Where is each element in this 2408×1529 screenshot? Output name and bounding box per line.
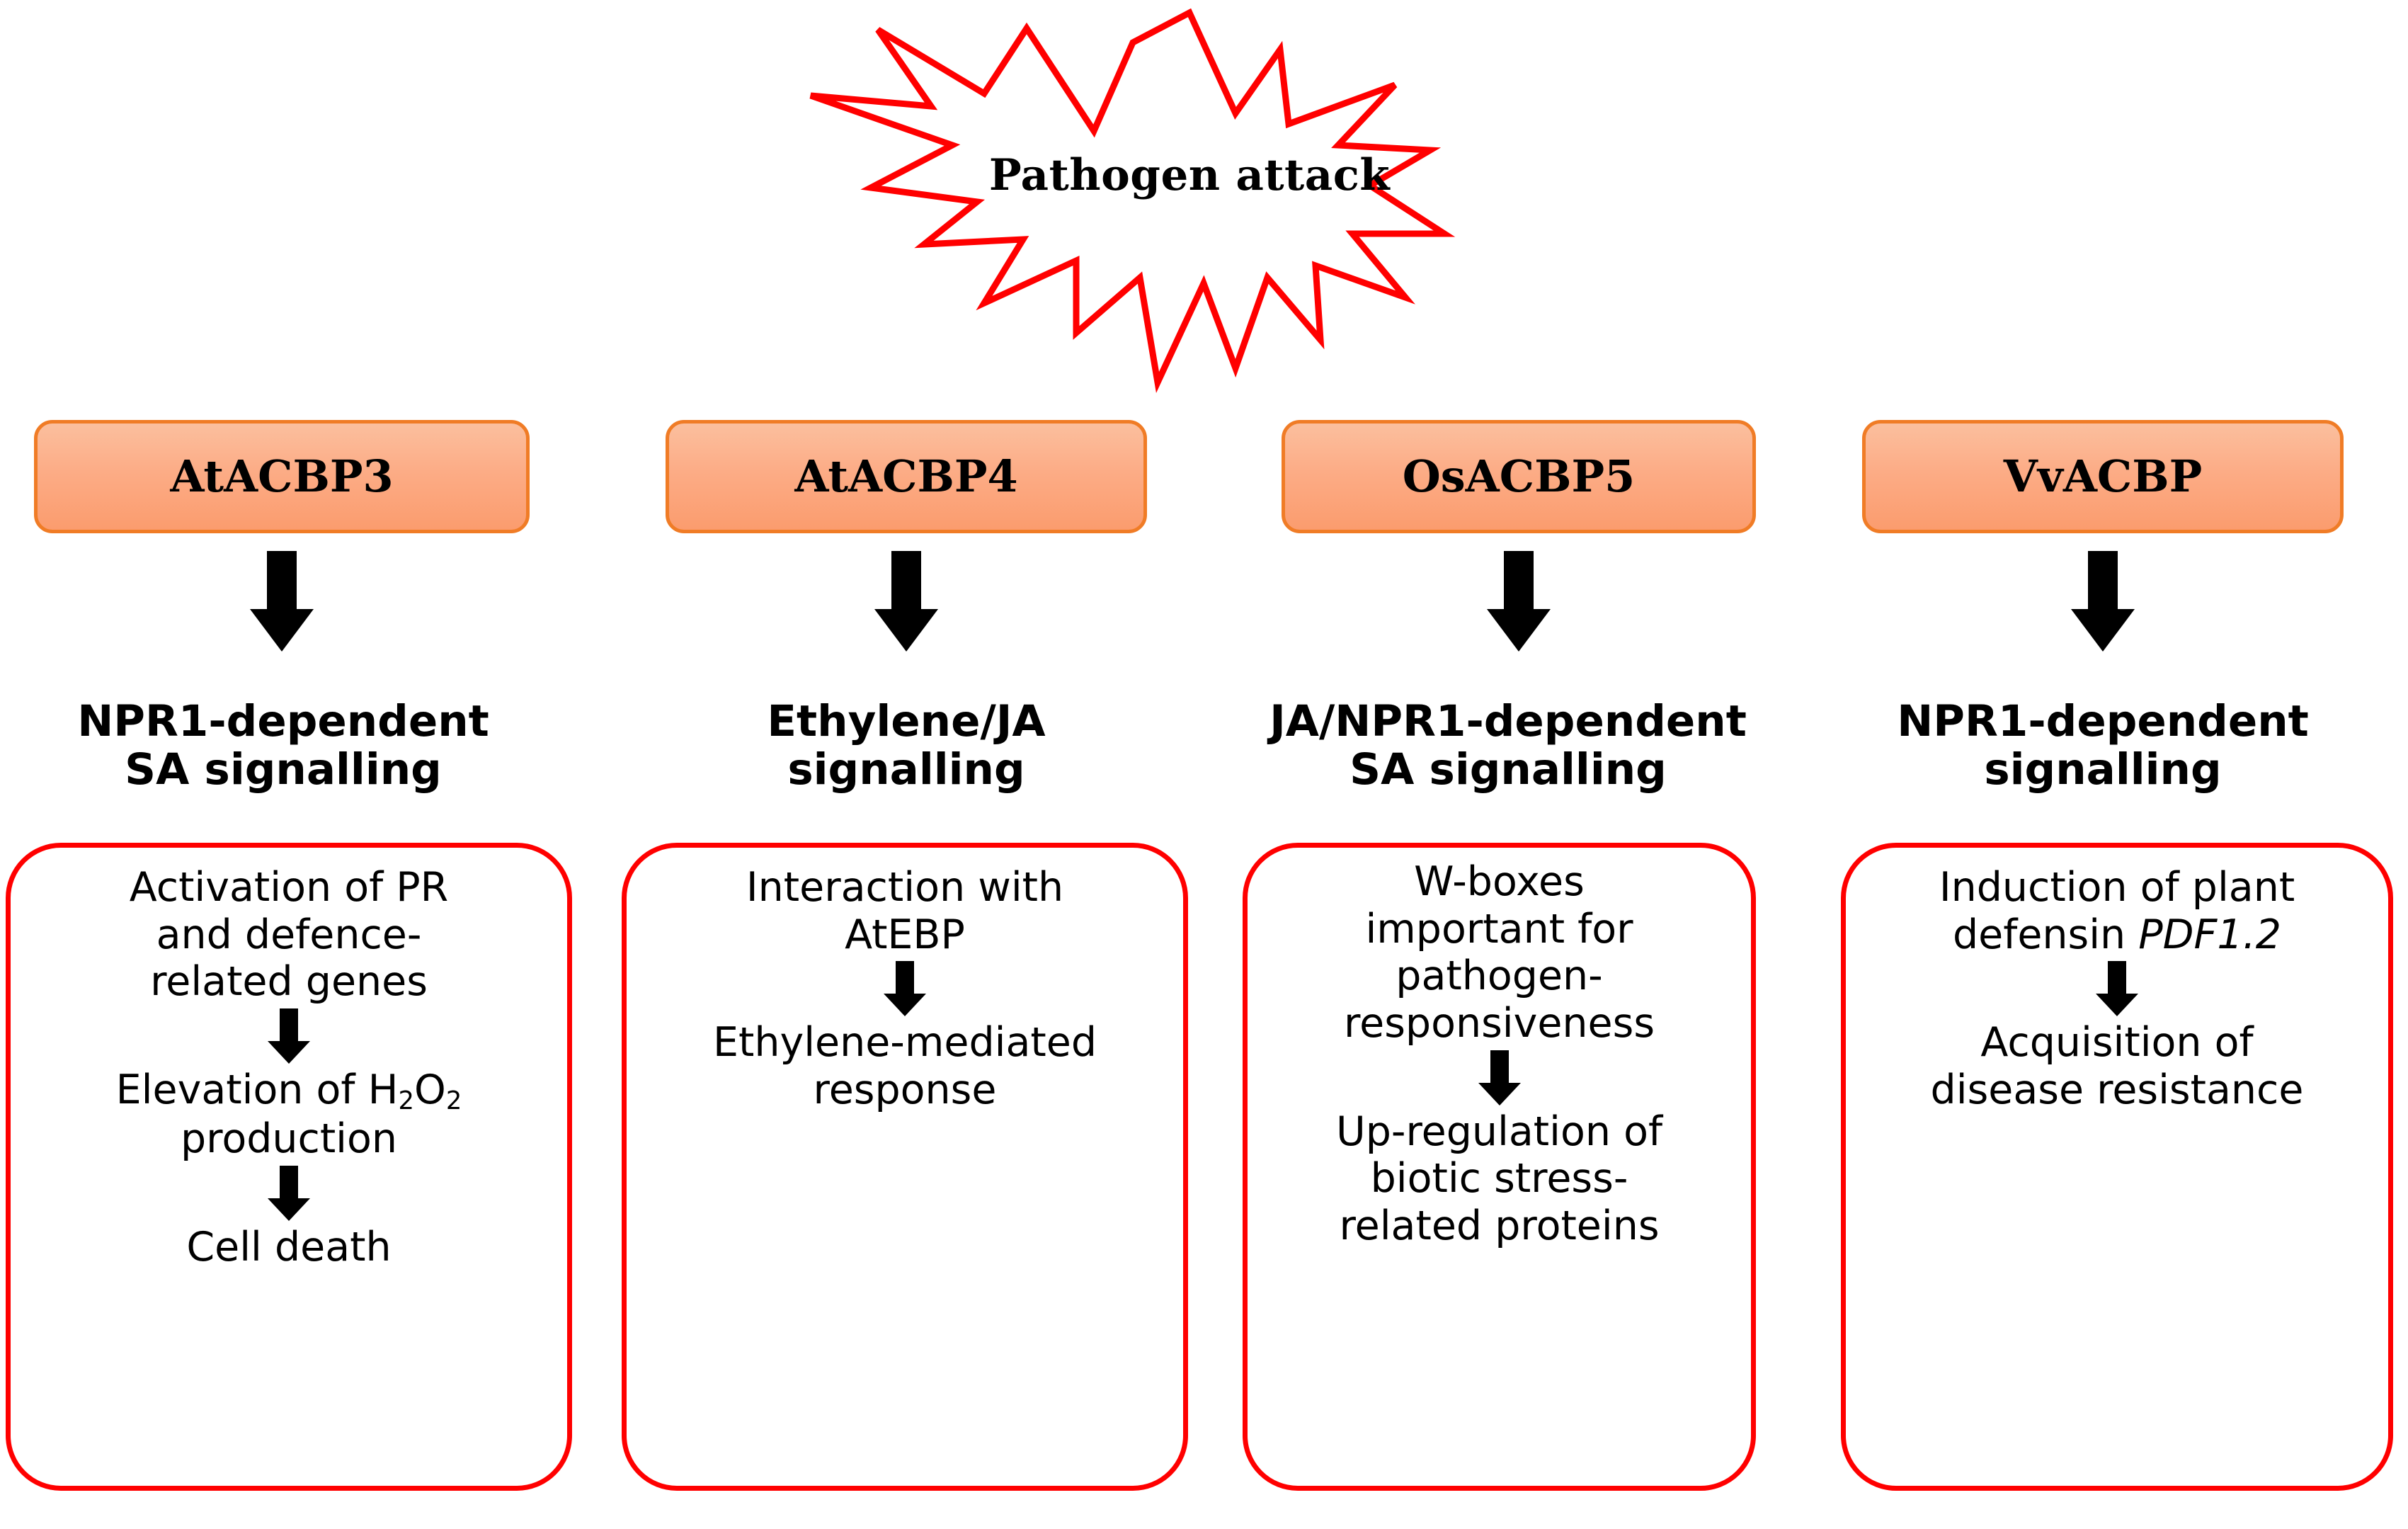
outcome-step: Cell death — [186, 1223, 392, 1271]
protein-label: VvACBP — [2003, 450, 2203, 502]
pathogen-attack-burst: Pathogen attack — [772, 0, 1607, 397]
signalling-label: JA/NPR1-dependent SA signalling — [1269, 696, 1747, 795]
outcome-content: Induction of plant defensin PDF1.2 Acqui… — [1841, 864, 2393, 1114]
outcome-step: Interaction with AtEBP — [746, 864, 1064, 958]
down-arrow-icon — [250, 551, 314, 652]
down-arrow-small-icon — [884, 961, 926, 1017]
outcome-step: Up-regulation of biotic stress- related … — [1335, 1108, 1663, 1250]
outcome-box[interactable] — [1841, 843, 2393, 1491]
down-arrow-small-icon — [2096, 961, 2138, 1017]
protein-label: OsACBP5 — [1402, 450, 1636, 502]
signalling-label: Ethylene/JA signalling — [767, 696, 1046, 795]
pathway-column-atacbp3: AtACBP3 NPR1-dependent SA signalling Act… — [6, 0, 581, 1529]
burst-label: Pathogen attack — [988, 150, 1391, 200]
protein-header-box[interactable]: VvACBP — [1862, 420, 2344, 533]
outcome-step: Induction of plant defensin PDF1.2 — [1939, 864, 2295, 958]
down-arrow-small-icon — [268, 1008, 310, 1064]
outcome-step: Acquisition of disease resistance — [1930, 1019, 2304, 1114]
signalling-label: NPR1-dependent signalling — [1897, 696, 2309, 795]
pathway-column-osacbp5: OsACBP5 JA/NPR1-dependent SA signalling … — [1243, 0, 1777, 1529]
outcome-step: Activation of PR and defence- related ge… — [129, 864, 449, 1006]
signalling-label: NPR1-dependent SA signalling — [77, 696, 489, 795]
down-arrow-small-icon — [1478, 1050, 1521, 1105]
outcome-box[interactable] — [622, 843, 1188, 1491]
outcome-content: W-boxes important for pathogen- responsi… — [1243, 858, 1756, 1250]
down-arrow-icon — [2071, 551, 2135, 652]
outcome-box[interactable] — [1243, 843, 1756, 1491]
protein-label: AtACBP3 — [170, 450, 394, 502]
pathway-column-vvacbp: VvACBP NPR1-dependent signalling Inducti… — [1834, 0, 2393, 1529]
protein-label: AtACBP4 — [794, 450, 1018, 502]
down-arrow-icon — [874, 551, 938, 652]
down-arrow-icon — [1487, 551, 1551, 652]
outcome-content: Activation of PR and defence- related ge… — [6, 864, 572, 1271]
down-arrow-small-icon — [268, 1165, 310, 1221]
protein-header-box[interactable]: AtACBP4 — [666, 420, 1147, 533]
protein-header-box[interactable]: OsACBP5 — [1282, 420, 1756, 533]
outcome-step: Ethylene-mediated response — [712, 1019, 1097, 1114]
outcome-content: Interaction with AtEBP Ethylene-mediated… — [622, 864, 1188, 1114]
protein-header-box[interactable]: AtACBP3 — [34, 420, 530, 533]
outcome-step: W-boxes important for pathogen- responsi… — [1343, 858, 1655, 1047]
pathway-column-atacbp4: AtACBP4 Ethylene/JA signalling Interacti… — [622, 0, 1204, 1529]
starburst-icon — [809, 8, 1456, 394]
